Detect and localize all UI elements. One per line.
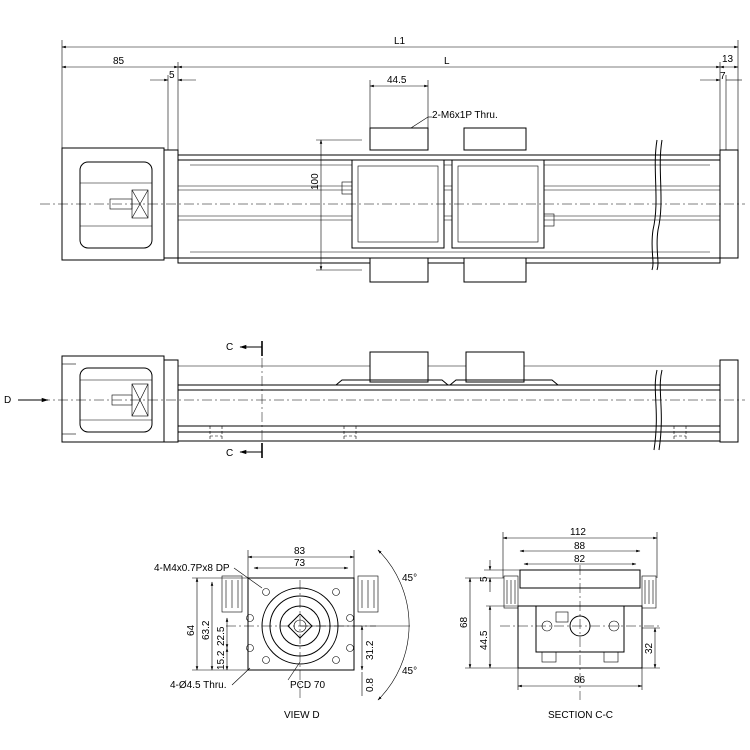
view-d-dims-left: 64 63.2 22.5 15.2 <box>186 577 248 671</box>
dim-44-5-label: 44.5 <box>387 75 407 86</box>
section-cc-dim-112: 112 <box>570 527 586 538</box>
section-cc-dim-82: 82 <box>574 554 586 565</box>
dim-L1: L1 <box>61 36 739 150</box>
dim-100: 100 <box>310 139 362 271</box>
section-letter-bottom: C <box>226 448 233 459</box>
dim-row-L: 85 L 13 <box>61 54 739 150</box>
dim-44-5: 44.5 <box>369 75 429 128</box>
view-d-dim-83: 83 <box>294 546 306 557</box>
view-d-dim-63-2: 63.2 <box>201 620 212 640</box>
view-d-dim-0-8: 0.8 <box>365 678 376 692</box>
dim-85-label: 85 <box>113 56 125 67</box>
section-cc-dims-bottom: 86 <box>517 668 643 690</box>
view-d-angle-top: 45° <box>402 573 417 584</box>
view-d-dim-83-73: 83 73 <box>247 546 355 600</box>
view-d-tap-leader: 4-M4x0.7Px8 DP <box>154 563 263 589</box>
dim-7-label: 7 <box>720 71 726 82</box>
section-cc-dim-88: 88 <box>574 541 586 552</box>
thread-note: 2-M6x1P Thru. <box>432 110 498 121</box>
view-d-hole-note: 4-Ø4.5 Thru. <box>170 680 227 691</box>
dim-5-label: 5 <box>169 70 175 81</box>
section-cc-dims-left: 68 44.5 5 <box>459 560 520 669</box>
view-d-angle-arcs: 45° 45° <box>300 549 417 701</box>
section-cc-dim-68: 68 <box>459 616 470 628</box>
view-letter-d: D <box>4 395 11 406</box>
section-mark-bottom: C <box>226 443 263 459</box>
section-mark-top: C <box>226 341 263 356</box>
dim-L-label: L <box>444 56 450 67</box>
view-d-arrow: D <box>4 395 49 406</box>
view-d-angle-bottom: 45° <box>402 666 417 677</box>
section-cc-title: SECTION C-C <box>548 710 613 721</box>
view-d-tap-note: 4-M4x0.7Px8 DP <box>154 563 230 574</box>
side-view: C C D <box>4 341 745 459</box>
view-d-dim-31-2: 31.2 <box>365 640 376 660</box>
view-d-hole-leader: 4-Ø4.5 Thru. PCD 70 <box>170 661 325 691</box>
section-cc-dim-32: 32 <box>644 642 655 654</box>
top-view: L1 85 L 13 5 7 44.5 <box>40 36 745 283</box>
view-d-pcd-note: PCD 70 <box>290 680 325 691</box>
section-cc-dim-86: 86 <box>574 675 586 686</box>
section-cc-dims-right: 32 <box>642 627 660 669</box>
view-d-dims-right: 31.2 0.8 <box>360 625 376 696</box>
section-cc-dim-5: 5 <box>479 576 490 582</box>
dim-L1-label: L1 <box>394 36 406 47</box>
dim-100-label: 100 <box>310 173 321 190</box>
section-cc-dims-top: 112 88 82 <box>502 527 658 578</box>
section-cc-dim-44-5: 44.5 <box>479 630 490 650</box>
view-d-dim-15-2: 15.2 <box>216 650 227 670</box>
view-d-dim-64: 64 <box>186 624 197 636</box>
dim-13-label: 13 <box>722 54 734 65</box>
section-letter-top: C <box>226 342 233 353</box>
view-d-title: VIEW D <box>284 710 320 721</box>
dim-5-7: 5 7 <box>150 70 742 150</box>
view-d-dim-73: 73 <box>294 558 306 569</box>
view-d-dim-22-5: 22.5 <box>216 626 227 646</box>
view-d: 83 73 4-M4x0.7Px8 DP <box>154 546 417 721</box>
section-cc: 112 88 82 68 44.5 <box>459 527 660 721</box>
